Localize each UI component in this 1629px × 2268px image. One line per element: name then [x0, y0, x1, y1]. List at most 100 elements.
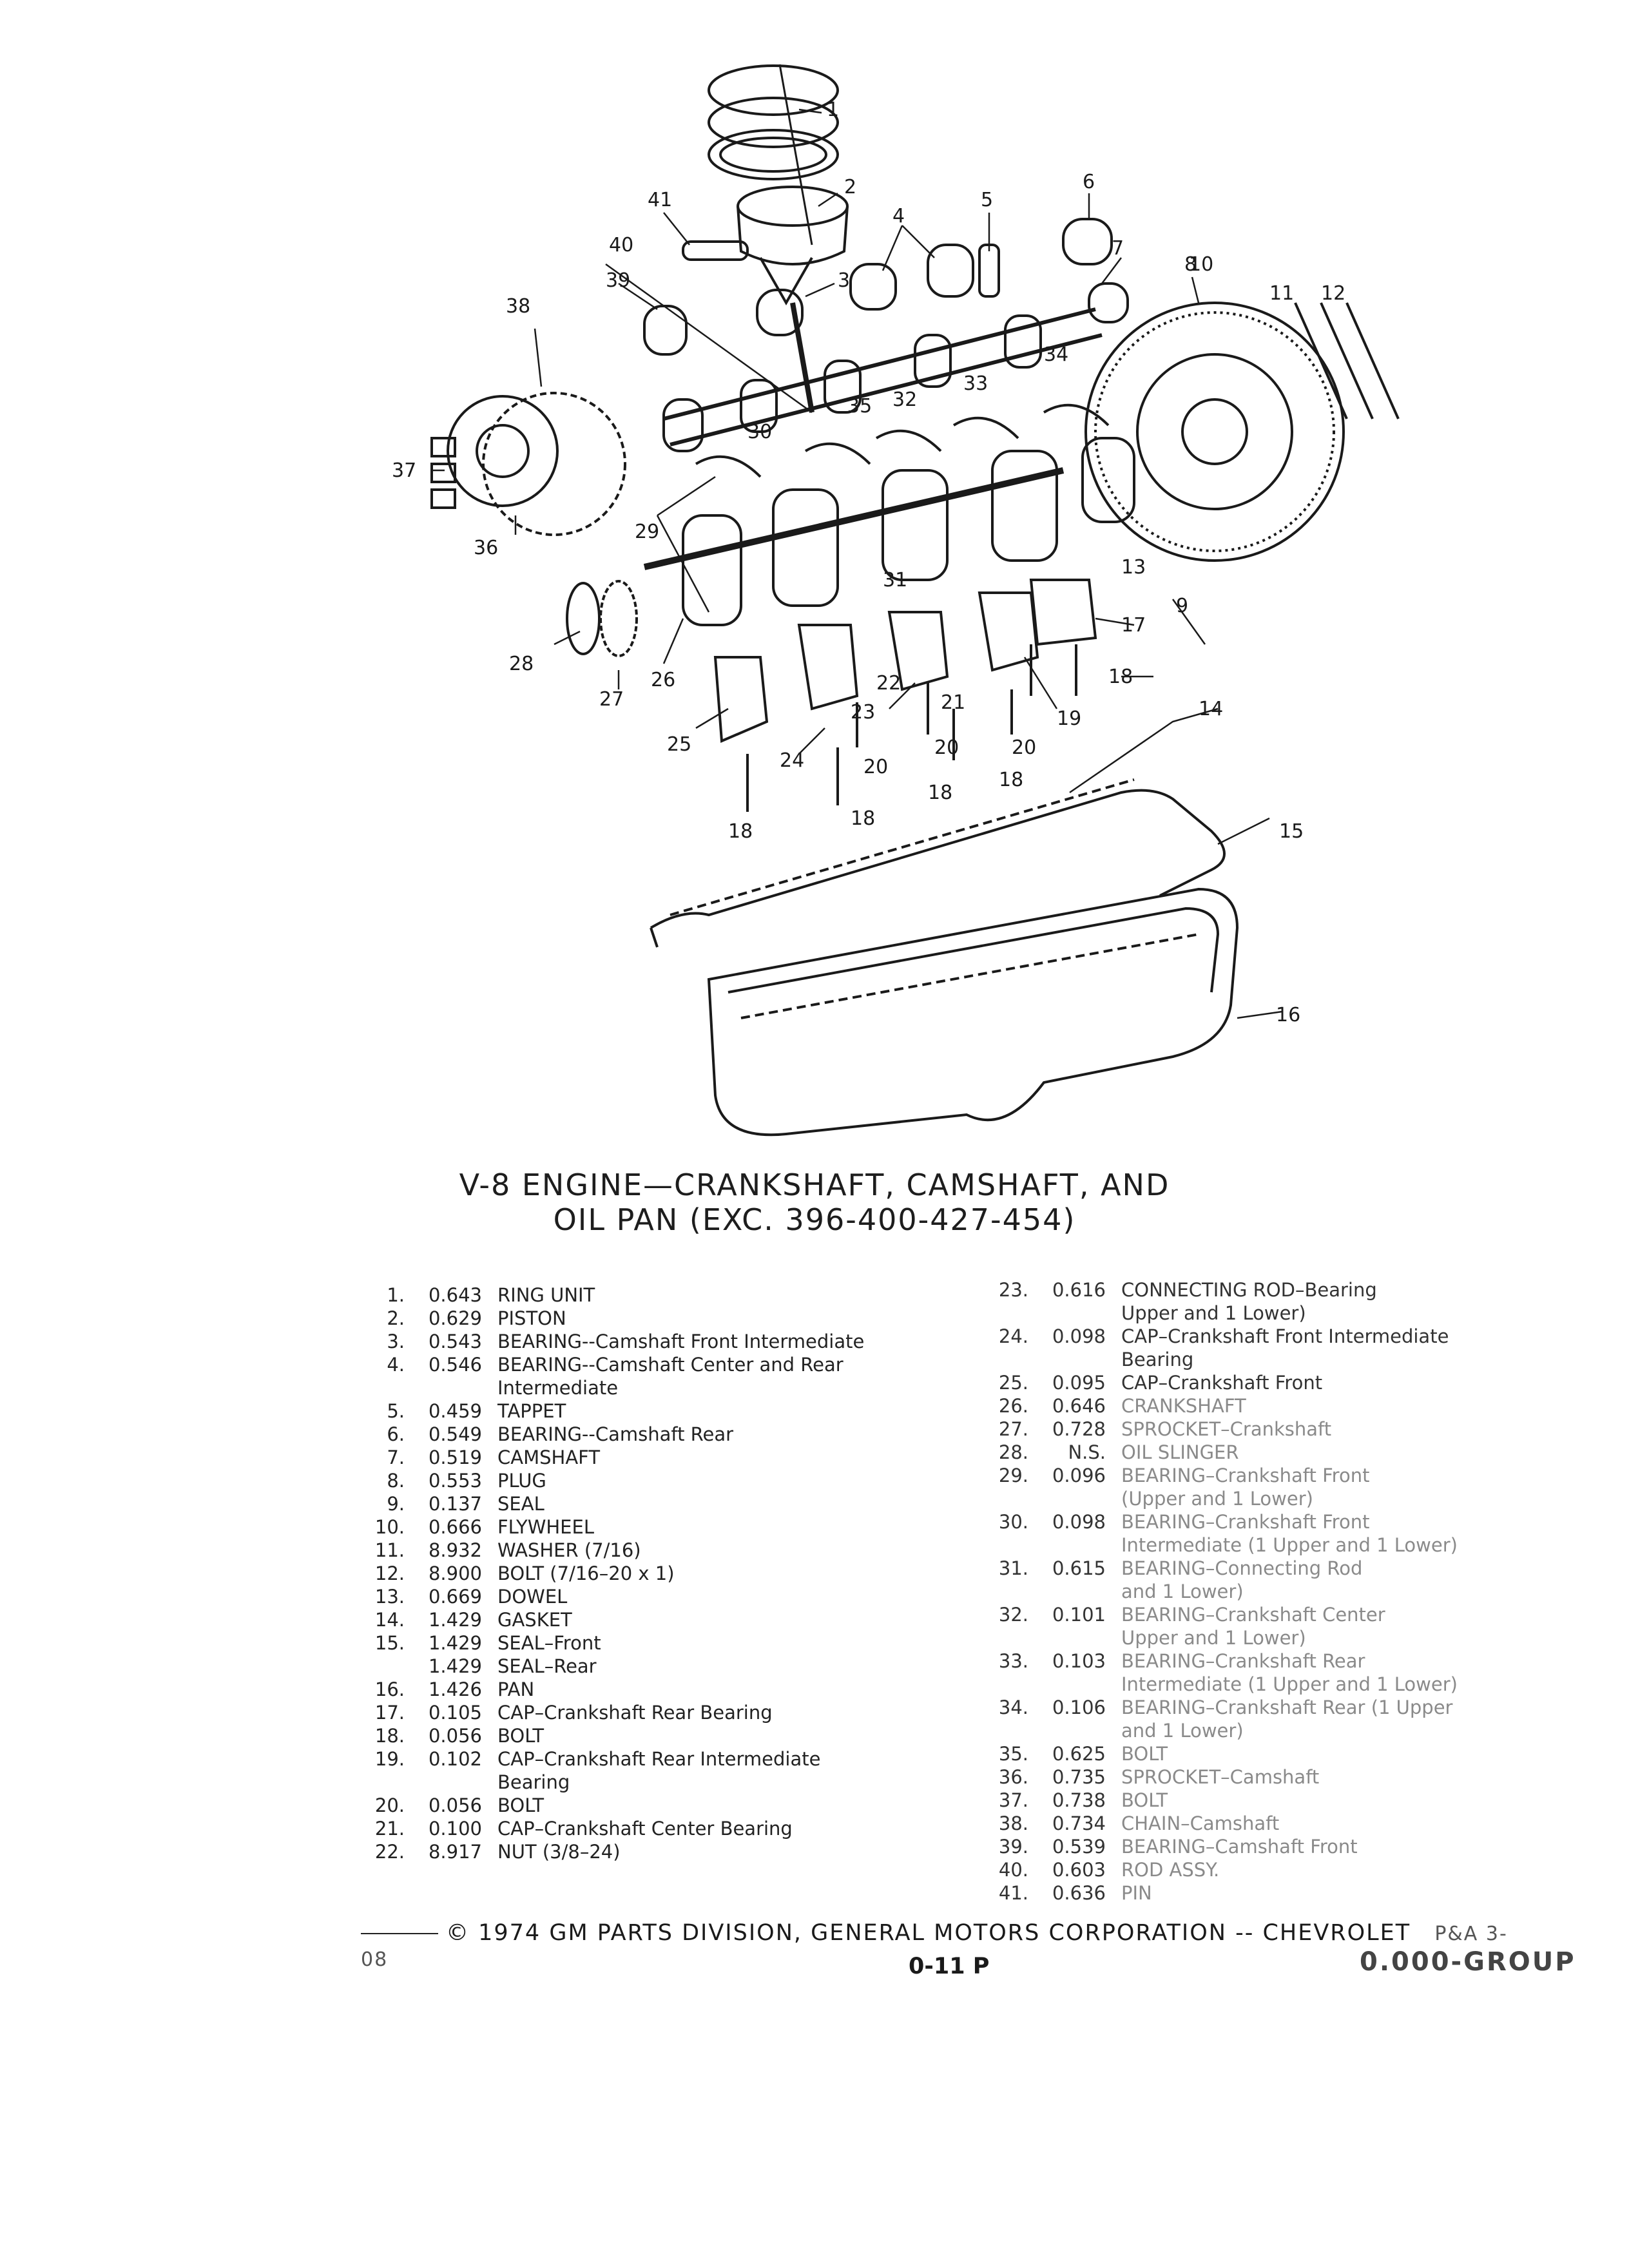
- part-catalog-code: 0.459: [428, 1400, 482, 1422]
- part-description: NUT (3/8–24): [497, 1841, 621, 1863]
- part-catalog-code: 8.900: [428, 1562, 482, 1584]
- part-catalog-code: 0.100: [428, 1818, 482, 1840]
- part-number: 30.: [998, 1511, 1028, 1533]
- part-description: CONNECTING ROD–Bearing: [1121, 1279, 1377, 1301]
- part-number: 28.: [998, 1441, 1028, 1463]
- part-description: and 1 Lower): [1121, 1581, 1244, 1602]
- part-catalog-code: 0.549: [428, 1423, 482, 1445]
- part-description: PIN: [1121, 1882, 1152, 1904]
- callout-28: 28: [509, 653, 534, 675]
- callout-22: 22: [876, 672, 901, 695]
- callout-1: 1: [827, 99, 839, 121]
- part-description: RING UNIT: [497, 1284, 595, 1306]
- part-catalog-code: [1028, 1487, 1121, 1510]
- part-number: 27.: [998, 1418, 1028, 1440]
- part-number: [992, 1533, 1028, 1557]
- part-description: BOLT: [497, 1725, 545, 1747]
- part-number: 24.: [998, 1325, 1028, 1347]
- part-number: 1.: [387, 1284, 405, 1306]
- part-catalog-code: 0.543: [428, 1331, 482, 1352]
- part-catalog-code: [1028, 1673, 1121, 1696]
- part-number: 31.: [998, 1557, 1028, 1579]
- part-description: PAN: [497, 1678, 535, 1700]
- callout-35: 35: [847, 395, 872, 418]
- part-row: and 1 Lower): [992, 1580, 1559, 1603]
- part-number: 13.: [374, 1586, 405, 1608]
- part-description: SEAL–Rear: [497, 1655, 597, 1677]
- part-description: BOLT: [497, 1794, 545, 1816]
- part-number: 22.: [374, 1841, 405, 1863]
- part-number: 33.: [998, 1650, 1028, 1672]
- part-description: GASKET: [497, 1609, 572, 1631]
- part-number: 11.: [374, 1539, 405, 1561]
- callout-7: 7: [1112, 237, 1124, 260]
- part-number: [369, 1655, 405, 1678]
- callout-31: 31: [883, 569, 907, 591]
- part-catalog-code: N.S.: [1068, 1441, 1106, 1463]
- part-catalog-code: 0.728: [1052, 1418, 1106, 1440]
- part-catalog-code: 0.056: [428, 1794, 482, 1816]
- part-description: BOLT: [1121, 1743, 1168, 1765]
- callout-12: 12: [1321, 282, 1345, 305]
- part-description: Upper and 1 Lower): [1121, 1302, 1306, 1324]
- part-row: Upper and 1 Lower): [992, 1626, 1559, 1649]
- part-description: BEARING–Crankshaft Rear (1 Upper: [1121, 1696, 1453, 1718]
- part-row: Intermediate (1 Upper and 1 Lower): [992, 1533, 1559, 1557]
- part-description: BEARING–Connecting Rod: [1121, 1557, 1363, 1579]
- page-number: 0-11 P: [909, 1954, 990, 1979]
- callout-32: 32: [892, 389, 917, 411]
- callout-4: 4: [892, 205, 905, 227]
- part-number: 3.: [387, 1331, 405, 1352]
- part-description: SEAL–Front: [497, 1632, 601, 1654]
- part-catalog-code: 0.103: [1052, 1650, 1106, 1672]
- part-catalog-code: 8.917: [428, 1841, 482, 1863]
- title-line-2: OIL PAN (EXC. 396-400-427-454): [553, 1202, 1076, 1237]
- part-catalog-code: 1.426: [428, 1678, 482, 1700]
- part-description: BEARING--Camshaft Rear: [497, 1423, 734, 1445]
- part-description: BOLT: [1121, 1789, 1168, 1811]
- part-description: PLUG: [497, 1470, 546, 1492]
- part-number: 10.: [374, 1516, 405, 1538]
- part-description: Bearing: [1121, 1349, 1194, 1370]
- part-row: 28. N.S. OIL SLINGER: [992, 1441, 1559, 1464]
- part-catalog-code: [1028, 1533, 1121, 1557]
- flywheel-drawing: [1084, 302, 1345, 562]
- part-description: Upper and 1 Lower): [1121, 1627, 1306, 1649]
- part-number: 34.: [998, 1696, 1028, 1718]
- callout-26: 26: [651, 669, 675, 691]
- part-number: 14.: [374, 1609, 405, 1631]
- part-number: [992, 1580, 1028, 1603]
- part-description: FLYWHEEL: [497, 1516, 594, 1538]
- part-catalog-code: 0.669: [428, 1586, 482, 1608]
- part-description: OIL SLINGER: [1121, 1441, 1239, 1463]
- part-number: 7.: [387, 1446, 405, 1468]
- callout-29: 29: [635, 521, 659, 543]
- part-catalog-code: 0.096: [1052, 1465, 1106, 1486]
- callout-18c: 18: [928, 782, 952, 804]
- part-description: CAMSHAFT: [497, 1446, 601, 1468]
- part-catalog-code: 0.095: [1052, 1372, 1106, 1394]
- callout-24: 24: [780, 749, 804, 772]
- part-catalog-code: 0.625: [1052, 1743, 1106, 1765]
- part-number: 6.: [387, 1423, 405, 1445]
- part-number: 15.: [374, 1632, 405, 1654]
- part-catalog-code: 0.666: [428, 1516, 482, 1538]
- part-description: ROD ASSY.: [1121, 1859, 1220, 1881]
- part-number: 23.: [998, 1279, 1028, 1301]
- callout-21: 21: [941, 691, 965, 714]
- part-description: DOWEL: [497, 1586, 568, 1608]
- ring-unit-drawing: [708, 64, 839, 245]
- part-catalog-code: 0.734: [1052, 1812, 1106, 1834]
